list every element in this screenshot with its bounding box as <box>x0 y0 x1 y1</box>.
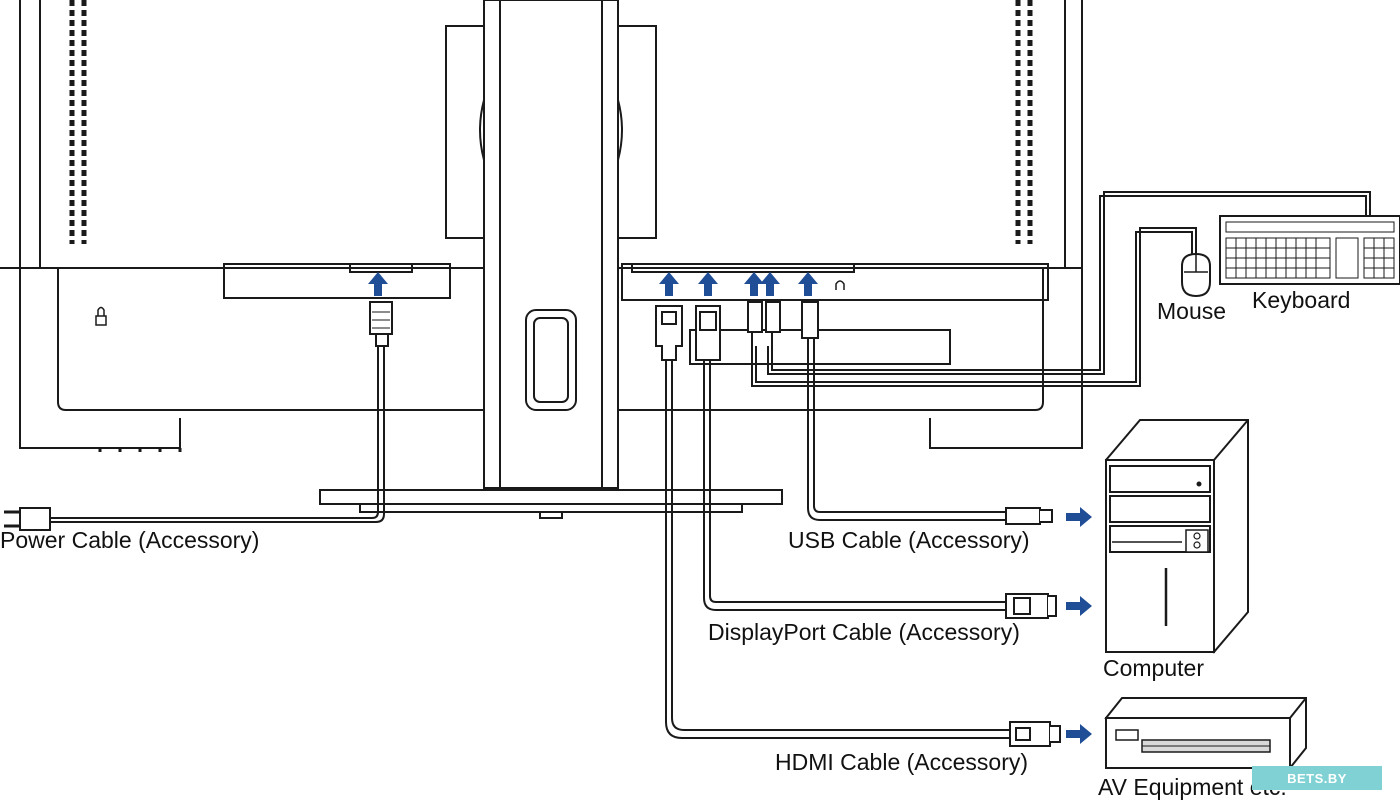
vent-slots-left <box>69 0 87 244</box>
power-cable-label: Power Cable (Accessory) <box>0 527 260 553</box>
computer-tower-icon <box>1104 419 1249 654</box>
usb-cable-label: USB Cable (Accessory) <box>788 527 1030 553</box>
power-port-panel <box>223 263 451 299</box>
monitor-rear <box>0 0 1083 519</box>
displayport-cable <box>695 305 1057 619</box>
av-equipment-label: AV Equipment etc. <box>1098 774 1287 800</box>
connect-arrows-ports <box>368 272 818 296</box>
usb-upstream-cable <box>801 301 1053 525</box>
hdmi-cable <box>655 305 1061 747</box>
mouse-label: Mouse <box>1157 298 1227 324</box>
displayport-cable-label: DisplayPort Cable (Accessory) <box>708 619 1020 645</box>
av-equipment-icon <box>1104 697 1307 770</box>
keyboard-label: Keyboard <box>1252 287 1351 313</box>
connect-arrows-devices <box>1066 507 1092 744</box>
cables <box>4 191 1371 747</box>
cable-clip <box>525 309 577 411</box>
vent-slots-right <box>1015 0 1033 244</box>
watermark-badge: BETS.BY <box>1252 766 1382 790</box>
mouse-icon <box>1181 252 1211 298</box>
usb-peripheral-cables <box>747 191 1371 387</box>
stand-neck <box>483 0 619 489</box>
hdmi-cable-label: HDMI Cable (Accessory) <box>775 749 1029 775</box>
keyboard-icon <box>1219 215 1400 285</box>
stand-base <box>319 489 783 519</box>
headphone-icon <box>835 280 845 290</box>
computer-label: Computer <box>1103 655 1204 681</box>
kensington-lock-icon <box>95 306 107 326</box>
io-port-panel <box>621 263 1049 301</box>
power-cable <box>4 301 393 531</box>
